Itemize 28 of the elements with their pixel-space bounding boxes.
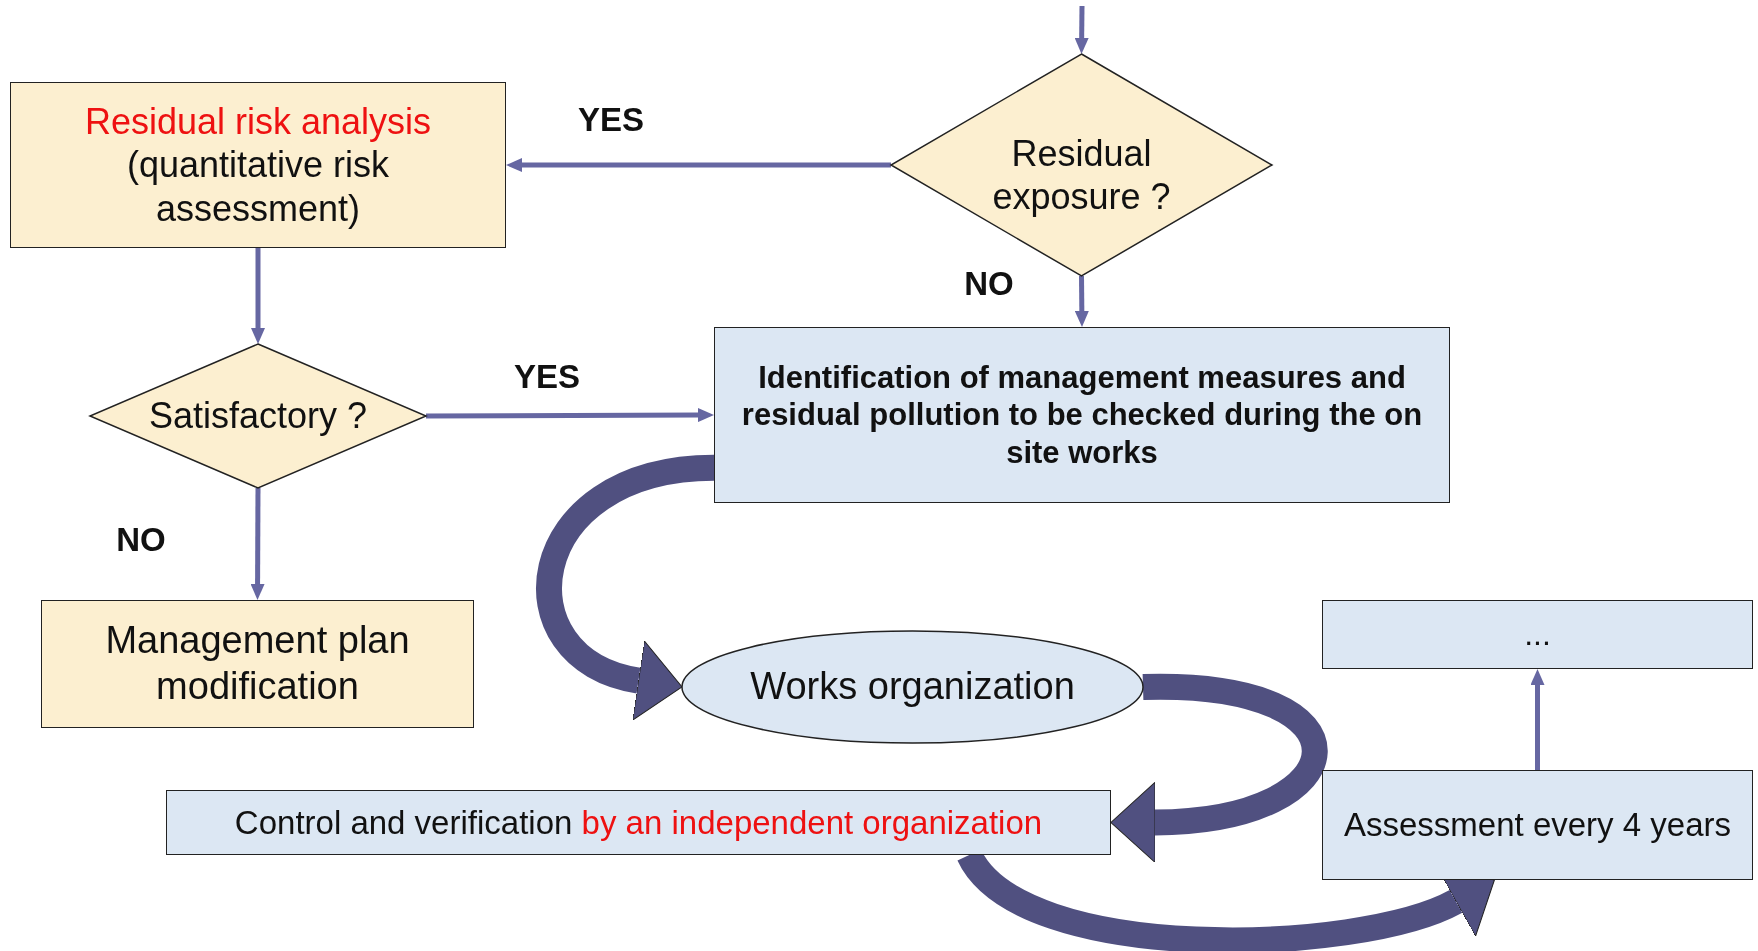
process-ellipse: [682, 631, 1143, 743]
process-box: [1322, 600, 1753, 669]
arrow: [1530, 669, 1545, 770]
node-text: Works organization: [750, 664, 1075, 710]
arrow: [506, 158, 891, 172]
arrow: [251, 248, 265, 344]
node-text: Management plan modification: [104, 618, 411, 709]
node-text: Control and verification: [234, 802, 573, 843]
node-text: Identification of management measures and residual pollution to be checked during the on site works: [740, 359, 1424, 471]
block-arrow: [536, 454, 716, 720]
process-box: [714, 327, 1450, 503]
node-text: Residual exposure ?: [991, 131, 1172, 219]
arrow: [250, 488, 265, 600]
node-text: Residual risk analysis: [84, 100, 432, 144]
node-text: ...: [1524, 615, 1551, 654]
node-text: by an independent organization: [581, 802, 1043, 843]
block-arrow: [1110, 674, 1328, 863]
node-text: (quantitative risk assessment): [125, 143, 391, 230]
decision-diamond: [90, 344, 426, 488]
node-text: Satisfactory ?: [148, 394, 368, 438]
process-box: [41, 600, 474, 728]
process-box: [1322, 770, 1753, 880]
process-box: [10, 82, 506, 248]
process-box: [166, 790, 1111, 855]
arrow: [426, 408, 714, 423]
arrow: [1074, 5, 1089, 54]
arrow: [1074, 275, 1089, 327]
node-text: Assessment every 4 years: [1344, 805, 1731, 845]
